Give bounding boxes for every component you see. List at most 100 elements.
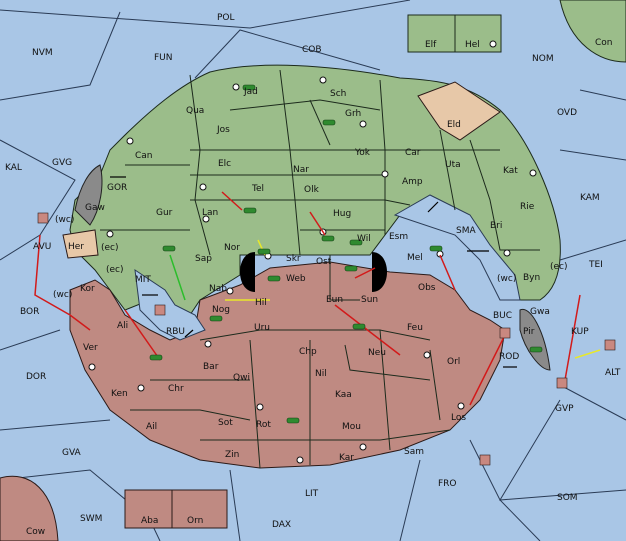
svg-text:Nog: Nog xyxy=(212,305,230,315)
svg-text:ROD: ROD xyxy=(499,352,519,362)
svg-text:Skr: Skr xyxy=(286,254,301,264)
svg-text:Eld: Eld xyxy=(447,120,461,130)
svg-text:Hel: Hel xyxy=(465,40,480,50)
svg-text:SWM: SWM xyxy=(80,514,102,524)
order-arrows xyxy=(34,191,601,406)
svg-text:Jos: Jos xyxy=(216,125,230,135)
svg-text:Uru: Uru xyxy=(254,323,270,333)
southern-landmass xyxy=(69,261,506,469)
sea-labels: POL NVM FUN COB NOM OVD KAL GVG KAM SMA … xyxy=(5,13,621,530)
svg-text:Elc: Elc xyxy=(218,159,231,169)
svg-text:(wc): (wc) xyxy=(53,290,72,300)
svg-text:Yok: Yok xyxy=(354,148,371,158)
svg-text:Ali: Ali xyxy=(117,321,128,331)
svg-text:KAL: KAL xyxy=(5,163,22,173)
province-eld xyxy=(417,81,501,141)
canal-west-marker xyxy=(240,252,255,292)
svg-text:DAX: DAX xyxy=(272,520,291,530)
svg-text:Mou: Mou xyxy=(342,422,361,432)
svg-text:Mel: Mel xyxy=(407,253,423,263)
province-labels: Elf Hel Con Jad Sch Qua Grh Jos Eld Can … xyxy=(26,38,613,537)
svg-text:Orn: Orn xyxy=(187,516,203,526)
svg-text:Gaw: Gaw xyxy=(85,203,105,213)
svg-text:Kaa: Kaa xyxy=(335,390,352,400)
svg-text:SOM: SOM xyxy=(557,493,578,503)
svg-text:KUP: KUP xyxy=(571,327,589,337)
svg-text:Con: Con xyxy=(595,38,613,48)
fleet-icon xyxy=(37,212,616,466)
svg-text:Los: Los xyxy=(451,413,466,423)
svg-text:SMA: SMA xyxy=(456,226,476,236)
svg-text:BOR: BOR xyxy=(20,307,39,317)
svg-text:Amp: Amp xyxy=(402,177,423,187)
svg-text:Ail: Ail xyxy=(146,422,157,432)
svg-text:Gur: Gur xyxy=(156,208,173,218)
svg-text:Byn: Byn xyxy=(523,273,540,283)
province-pir xyxy=(519,308,551,371)
sea-rbu xyxy=(134,268,206,341)
svg-text:(ec): (ec) xyxy=(101,243,119,253)
svg-text:DOR: DOR xyxy=(26,372,46,382)
svg-text:GOR: GOR xyxy=(107,183,127,193)
svg-text:Aba: Aba xyxy=(141,516,158,526)
svg-text:Hug: Hug xyxy=(333,209,351,219)
svg-text:Web: Web xyxy=(286,274,306,284)
svg-text:Tel: Tel xyxy=(251,184,264,194)
aba-orn-box xyxy=(124,489,228,529)
svg-text:(wc): (wc) xyxy=(55,215,74,225)
svg-text:Hil: Hil xyxy=(255,298,267,308)
svg-text:Sun: Sun xyxy=(361,295,378,305)
svg-text:Cow: Cow xyxy=(26,527,45,537)
svg-text:Esm: Esm xyxy=(389,232,408,242)
svg-text:Rie: Rie xyxy=(520,202,535,212)
svg-text:FRO: FRO xyxy=(438,479,457,489)
svg-text:Can: Can xyxy=(135,151,153,161)
svg-text:Pir: Pir xyxy=(523,327,535,337)
link-arrows xyxy=(110,176,517,368)
svg-text:Uta: Uta xyxy=(445,160,461,170)
svg-text:OVD: OVD xyxy=(557,108,577,118)
svg-text:RBU: RBU xyxy=(166,327,185,337)
svg-text:Nor: Nor xyxy=(224,243,240,253)
svg-text:Ver: Ver xyxy=(83,343,98,353)
coast-labels: (wc) (ec) (ec) (wc) (wc) (ec) xyxy=(53,215,568,300)
svg-text:POL: POL xyxy=(217,13,235,23)
svg-text:GVP: GVP xyxy=(555,404,574,414)
svg-text:Nar: Nar xyxy=(293,165,309,175)
svg-text:Bri: Bri xyxy=(490,221,502,231)
svg-text:Neu: Neu xyxy=(368,348,386,358)
svg-text:GVA: GVA xyxy=(62,448,82,458)
svg-text:Sap: Sap xyxy=(195,254,212,264)
svg-text:Obs: Obs xyxy=(418,283,436,293)
svg-text:Grh: Grh xyxy=(345,109,361,119)
svg-text:Chp: Chp xyxy=(299,347,317,357)
svg-text:Kor: Kor xyxy=(80,284,95,294)
svg-text:Chr: Chr xyxy=(168,384,184,394)
svg-text:Qua: Qua xyxy=(186,106,204,116)
svg-text:BUC: BUC xyxy=(493,311,512,321)
svg-text:NVM: NVM xyxy=(32,48,53,58)
svg-text:Sot: Sot xyxy=(218,418,233,428)
svg-text:Sch: Sch xyxy=(330,89,346,99)
svg-text:LIT: LIT xyxy=(305,489,319,499)
svg-text:COB: COB xyxy=(302,45,322,55)
svg-text:Eun: Eun xyxy=(326,295,343,305)
svg-text:Kar: Kar xyxy=(339,453,354,463)
svg-text:Kat: Kat xyxy=(503,166,518,176)
svg-text:Orl: Orl xyxy=(447,357,460,367)
svg-text:KAM: KAM xyxy=(580,193,600,203)
svg-text:Wil: Wil xyxy=(357,234,371,244)
svg-text:Lan: Lan xyxy=(202,208,218,218)
svg-text:Feu: Feu xyxy=(407,323,423,333)
svg-text:Gwa: Gwa xyxy=(530,307,550,317)
svg-text:ALT: ALT xyxy=(605,368,621,378)
sea-sma xyxy=(393,194,521,301)
svg-text:Zin: Zin xyxy=(225,450,239,460)
svg-text:NOM: NOM xyxy=(532,54,554,64)
svg-text:(wc): (wc) xyxy=(497,274,516,284)
svg-text:FUN: FUN xyxy=(154,53,173,63)
svg-text:Sam: Sam xyxy=(404,447,424,457)
svg-text:MIT: MIT xyxy=(135,275,151,285)
